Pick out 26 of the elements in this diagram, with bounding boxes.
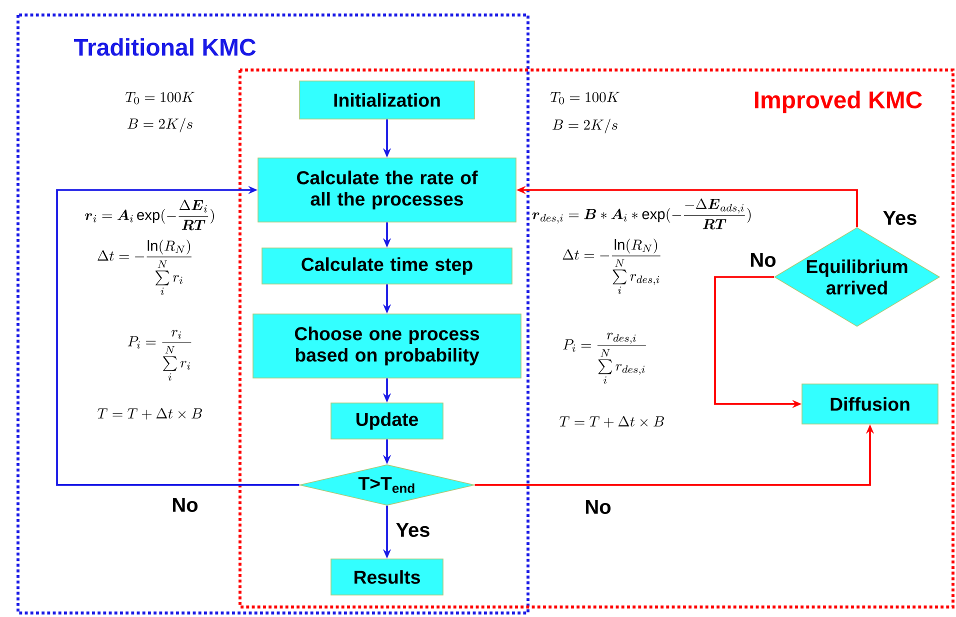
formula: $T = T + \Delta t \times B$	[98, 408, 202, 420]
process-box: Calculate time step	[262, 248, 512, 284]
formula: $\Delta t = -\dfrac{\ln(R_N)}{\sum\limits_{i}^{N} r_{des,i}}$	[562, 238, 660, 294]
formula: $P_i = \dfrac{r_{des,i}}{\sum\limits_{i}^{N} r_{des,i}}$	[563, 332, 646, 384]
formula: $\boldsymbol{r}_{des,i} = \boldsymbol{B} * \boldsymbol{A}_i * \exp(-\dfrac{-\Delta \boldsymbol{E}_{ads,i}}{\boldsymbol{RT}})$	[532, 198, 751, 230]
formula: $T = T + \Delta t \times B$	[560, 416, 664, 428]
formula: $B = 2K/s$	[128, 118, 192, 132]
edge-label: No	[170, 496, 200, 514]
formula: $\Delta t = -\dfrac{\ln(R_N)}{\sum\limits_{i}^{N} r_i}$	[98, 240, 192, 295]
region-heading: Improved KMC	[754, 90, 922, 114]
arrow	[56, 186, 300, 486]
process-box: Choose one process based on probability	[252, 314, 522, 378]
edge-label: No	[583, 498, 613, 516]
process-box: Results	[330, 558, 444, 596]
process-box: Update	[330, 402, 444, 440]
region-heading: Traditional KMC	[74, 38, 256, 56]
edge-label: Yes	[394, 522, 432, 538]
formula: $P_i = \dfrac{r_i}{\sum\limits_{i}^{N} r_i}$	[128, 330, 192, 381]
process-box: Initialization	[299, 80, 475, 120]
formula: $T_0 = 100K$	[550, 92, 620, 104]
process-box: Diffusion	[802, 384, 938, 424]
formula: $T_0 = 100K$	[126, 92, 194, 104]
formula: $B = 2K/s$	[552, 118, 618, 134]
process-box: Calculate the rate of all the processes	[258, 158, 516, 222]
formula: $\boldsymbol{r}_i = \boldsymbol{A}_i \exp(-\dfrac{\Delta \boldsymbol{E}_i}{\boldsymbol{RT}})$	[85, 200, 214, 230]
edge-label: Yes	[881, 210, 919, 226]
